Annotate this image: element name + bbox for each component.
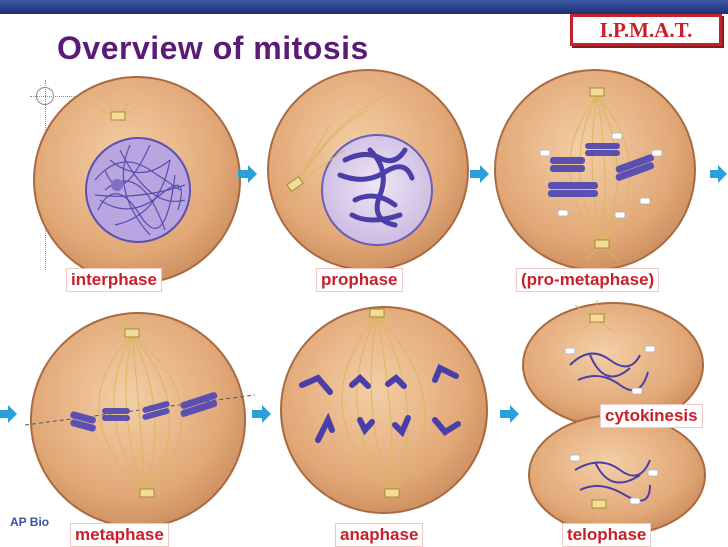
arrow-right-icon [0, 405, 17, 423]
label-interphase: interphase [66, 268, 162, 292]
arrow-right-icon [238, 165, 257, 183]
crosshair-icon [36, 87, 54, 105]
cell-prophase [267, 69, 469, 271]
page-title: Overview of mitosis [57, 30, 369, 66]
arrow-right-icon [470, 165, 489, 183]
top-banner [0, 0, 728, 14]
cell-metaphase [24, 312, 256, 528]
arrow-right-icon [252, 405, 271, 423]
ipmat-badge: I.P.M.A.T. [570, 14, 722, 46]
label-metaphase: metaphase [70, 523, 169, 547]
cell-telophase [522, 300, 706, 536]
label-prophase: prophase [316, 268, 403, 292]
label-telophase: telophase [562, 523, 652, 547]
cell-anaphase [280, 306, 488, 514]
stage-arrows [0, 165, 727, 423]
cell-interphase [33, 76, 241, 284]
label-prometaphase: (pro-metaphase) [516, 268, 660, 292]
label-cytokinesis: cytokinesis [600, 404, 703, 428]
arrow-right-icon [500, 405, 519, 423]
cell-prometaphase [494, 69, 696, 271]
arrow-right-icon [710, 165, 727, 183]
footer-label: AP Bio [10, 515, 50, 529]
label-anaphase: anaphase [335, 523, 424, 547]
